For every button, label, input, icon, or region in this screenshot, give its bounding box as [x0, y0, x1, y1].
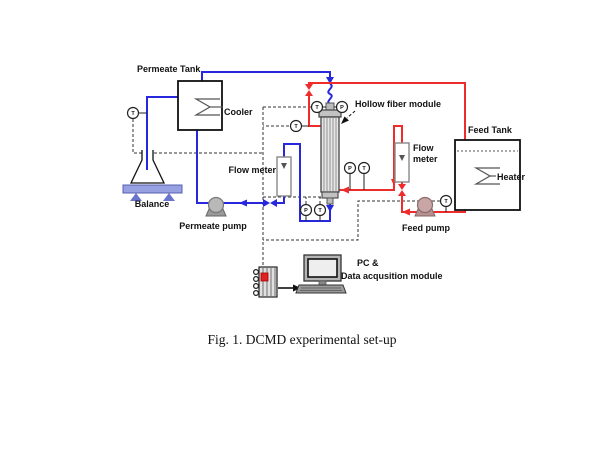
module-bottom-nozzle — [326, 197, 334, 205]
permeate-loop-piping — [146, 71, 334, 222]
permeate-pump: Permeate pump — [179, 196, 247, 231]
heater-label: Heater — [497, 172, 526, 182]
arrow-icon — [293, 284, 301, 292]
balance-foot-icon — [163, 193, 175, 201]
signal-lines — [132, 106, 440, 268]
feed-pump: Feed pump — [402, 196, 451, 233]
pump-icon — [416, 196, 434, 214]
flow-meter-left: Flow meter — [228, 156, 292, 197]
flow-meter-right-label-1: Flow — [413, 143, 434, 153]
sensor-glyph: P — [340, 105, 344, 111]
module-bottom-flange — [321, 191, 339, 199]
flow-meter-left-label: Flow meter — [228, 165, 276, 175]
permeate-return-pipe — [283, 143, 331, 222]
feed-tank-label: Feed Tank — [468, 125, 513, 135]
hollow-fiber-module: Hollow fiber module — [318, 99, 441, 205]
balance-platform — [122, 184, 183, 194]
feed-pump-label: Feed pump — [402, 223, 451, 233]
pressure-sensor-icon — [343, 161, 357, 175]
sensor-glyph: P — [304, 208, 308, 214]
flow-meter-tube — [276, 156, 292, 197]
hollow-fiber-module-label: Hollow fiber module — [355, 99, 441, 109]
temperature-sensor-icon — [439, 194, 453, 208]
flow-arrow-icon — [326, 77, 334, 84]
balance-label: Balance — [135, 199, 170, 209]
flow-arrow-icon — [239, 199, 247, 207]
flow-arrow-icon — [341, 186, 349, 194]
flexible-joint-icon — [327, 83, 333, 105]
overflow-pipe — [146, 96, 178, 170]
cooler-label: Cooler — [224, 107, 253, 117]
feed-module-inlet — [339, 125, 403, 191]
balance: Balance — [122, 150, 183, 209]
fiber-hatching — [323, 118, 337, 191]
permeate-tank: Permeate Tank Cooler — [137, 64, 253, 131]
daq-module-icon — [253, 266, 278, 298]
pointer-arrow-icon — [341, 116, 349, 124]
flow-arrow-icon — [326, 205, 334, 212]
sensor-glyph: T — [362, 166, 366, 172]
data-acquisition: PC & Data acqusition module — [253, 254, 443, 298]
sensor-glyph: T — [131, 111, 135, 117]
sensor-glyph: P — [348, 166, 352, 172]
temperature-sensor-icon — [289, 119, 303, 133]
feed-top-pipe — [308, 82, 466, 140]
label-pointer — [346, 110, 356, 119]
temperature-sensor-icon — [126, 106, 140, 120]
temperature-sensor-icon — [357, 161, 371, 175]
valve-icon — [305, 84, 313, 96]
sensor-glyph: T — [315, 105, 319, 111]
pressure-sensor-icon — [335, 100, 349, 114]
temperature-sensor-icon — [313, 203, 327, 217]
wire-coils-icon — [253, 269, 260, 297]
pc-icon — [295, 254, 347, 294]
permeate-tank-label: Permeate Tank — [137, 64, 201, 74]
flow-arrow-icon — [402, 208, 410, 216]
valve-icon — [398, 184, 406, 196]
figure-caption: Fig. 1. DCMD experimental set-up — [208, 332, 397, 347]
float-icon — [399, 155, 405, 161]
feed-tank: Feed Tank Heater — [454, 125, 526, 211]
daq-wire-terminal — [260, 272, 269, 282]
sensor-glyph: T — [444, 199, 448, 205]
sensor-glyph: T — [318, 208, 322, 214]
flow-meter-tube — [394, 142, 410, 183]
flow-meter-right: Flow meter — [394, 142, 438, 183]
temperature-sensor-icon — [310, 100, 324, 114]
daq-label: Data acqusition module — [341, 271, 443, 281]
float-icon — [281, 163, 287, 169]
instrument-sensors: T T P T P T P T T — [126, 100, 453, 221]
pump-icon — [207, 196, 225, 214]
pc-label: PC & — [357, 258, 379, 268]
flow-meter-right-label-2: meter — [413, 154, 438, 164]
valve-icon — [263, 199, 277, 207]
balance-foot-icon — [130, 193, 142, 201]
permeate-pump-label: Permeate pump — [179, 221, 247, 231]
pressure-sensor-icon — [299, 203, 313, 217]
permeate-flowmeter-outlet — [277, 196, 285, 204]
sensor-glyph: T — [294, 124, 298, 130]
